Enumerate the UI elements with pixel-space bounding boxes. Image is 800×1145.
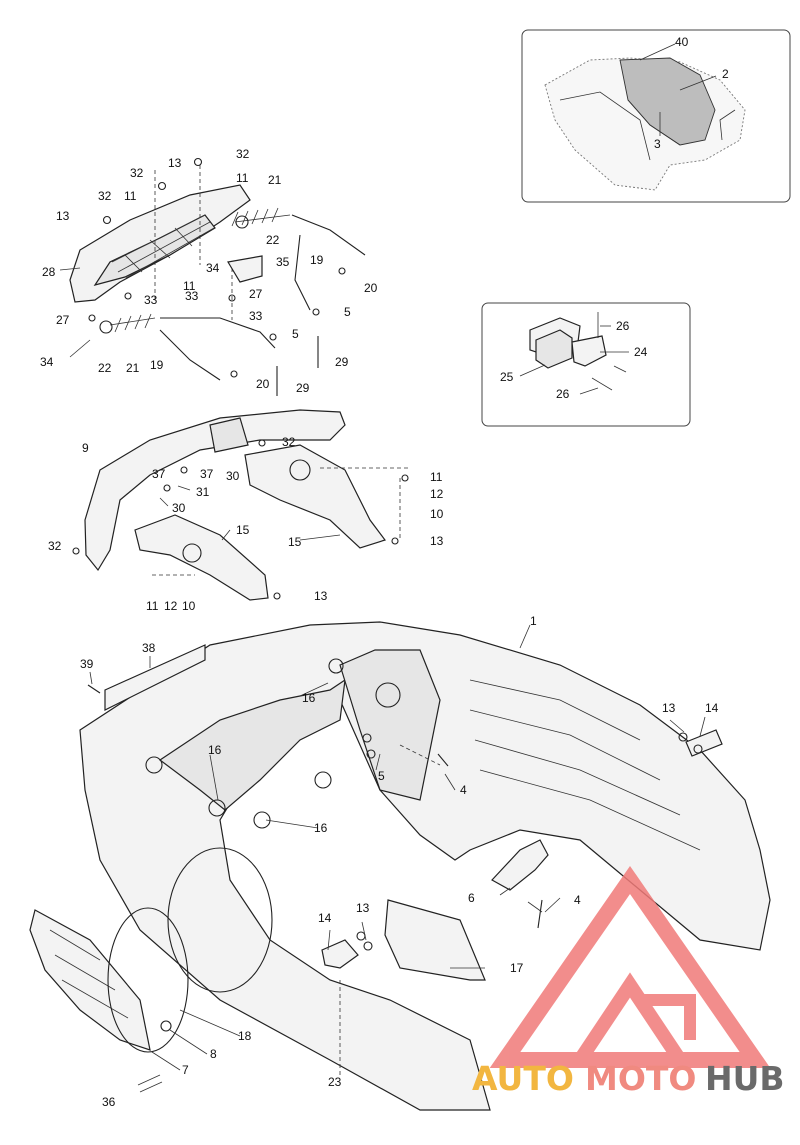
callout-3: 3: [654, 137, 661, 151]
callout-33: 33: [185, 289, 199, 303]
callout-10: 10: [430, 507, 444, 521]
callout-29: 29: [296, 381, 310, 395]
callout-38: 38: [142, 641, 156, 655]
callout-24: 24: [634, 345, 648, 359]
callout-13: 13: [56, 209, 70, 223]
callout-33: 33: [249, 309, 263, 323]
callout-27: 27: [56, 313, 70, 327]
watermark-logo: [489, 865, 771, 1068]
callout-16: 16: [208, 743, 222, 757]
callout-4: 4: [574, 893, 581, 907]
callout-31: 31: [196, 485, 210, 499]
callout-29: 29: [335, 355, 349, 369]
callout-21: 21: [268, 173, 282, 187]
callout-27: 27: [249, 287, 263, 301]
callout-30: 30: [226, 469, 240, 483]
callout-5: 5: [292, 327, 299, 341]
callout-40: 40: [675, 35, 689, 49]
callout-18: 18: [238, 1029, 252, 1043]
callout-37: 37: [200, 467, 214, 481]
callout-labels: 40 2 3 13 32 32 11 21 32 11 13 22 35 19 …: [40, 35, 729, 1109]
callout-22: 22: [266, 233, 280, 247]
callout-19: 19: [150, 358, 164, 372]
callout-13: 13: [314, 589, 328, 603]
callout-6: 6: [468, 891, 475, 905]
callout-11: 11: [146, 599, 159, 613]
callout-11: 11: [430, 470, 443, 484]
watermark-auto: AUTO: [472, 1059, 574, 1098]
leader-lines: [59, 267, 706, 1071]
callout-12: 12: [430, 487, 444, 501]
callout-13: 13: [356, 901, 370, 915]
callout-32: 32: [130, 166, 144, 180]
callout-8: 8: [210, 1047, 217, 1061]
callout-23: 23: [328, 1075, 342, 1089]
callout-11: 11: [183, 279, 196, 293]
callout-36: 36: [102, 1095, 116, 1109]
callout-35: 35: [276, 255, 290, 269]
callout-15: 15: [288, 535, 302, 549]
callout-7: 7: [182, 1063, 189, 1077]
callout-14: 14: [318, 911, 332, 925]
callout-37: 37: [152, 467, 166, 481]
callout-1: 1: [530, 614, 537, 628]
callout-20: 20: [256, 377, 270, 391]
callout-30: 30: [172, 501, 186, 515]
inset-bracket: [481, 302, 691, 427]
callout-32: 32: [48, 539, 62, 553]
callout-28: 28: [42, 265, 56, 279]
callout-21: 21: [126, 361, 140, 375]
callout-10: 10: [182, 599, 196, 613]
callout-14: 14: [705, 701, 719, 715]
callout-2: 2: [722, 67, 729, 81]
callout-34: 34: [206, 261, 220, 275]
middle-assembly: [72, 409, 410, 601]
callout-32: 32: [98, 189, 112, 203]
callout-4: 4: [460, 783, 467, 797]
callout-33: 33: [144, 293, 158, 307]
callout-11: 11: [236, 171, 249, 185]
callout-19: 19: [310, 253, 324, 267]
watermark-text: AUTO MOTO HUB: [472, 1059, 785, 1098]
callout-13: 13: [168, 156, 182, 170]
callout-12: 12: [164, 599, 178, 613]
main-body: [29, 621, 771, 1111]
callout-17: 17: [510, 961, 524, 975]
callout-16: 16: [302, 691, 316, 705]
callout-20: 20: [364, 281, 378, 295]
callout-11: 11: [124, 189, 137, 203]
callout-39: 39: [80, 657, 94, 671]
callout-32: 32: [236, 147, 250, 161]
callout-34: 34: [40, 355, 54, 369]
callout-25: 25: [500, 370, 514, 384]
callout-5: 5: [344, 305, 351, 319]
callout-15: 15: [236, 523, 250, 537]
callout-9: 9: [82, 441, 89, 455]
callout-32: 32: [282, 435, 296, 449]
watermark-moto: MOTO: [585, 1059, 696, 1098]
callout-5: 5: [378, 769, 385, 783]
callout-13: 13: [662, 701, 676, 715]
callout-26: 26: [556, 387, 570, 401]
upper-assembly: [69, 157, 366, 396]
inset-rear-panel: [521, 29, 791, 203]
callout-16: 16: [314, 821, 328, 835]
callout-26: 26: [616, 319, 630, 333]
watermark-hub: HUB: [705, 1059, 785, 1098]
callout-13: 13: [430, 534, 444, 548]
callout-22: 22: [98, 361, 112, 375]
